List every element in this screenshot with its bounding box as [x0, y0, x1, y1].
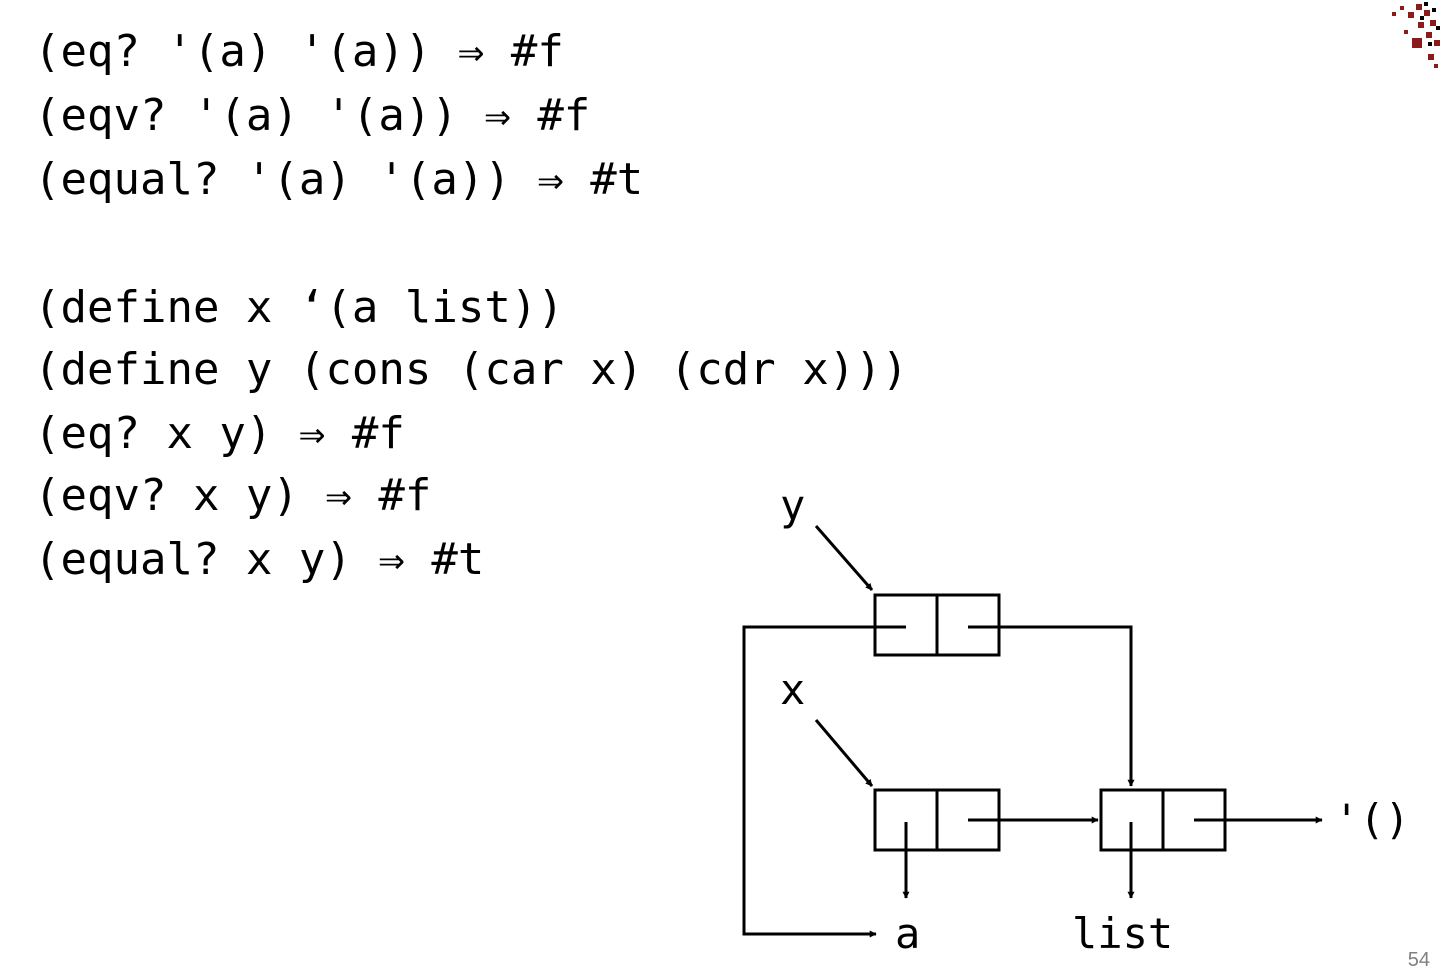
label-list: list	[1072, 909, 1173, 958]
code-line-3: (equal? '(a) '(a)) ⇒ #t	[34, 154, 644, 205]
y-cdr-pointer	[968, 625, 1135, 787]
code-line-1: (eq? '(a) '(a)) ⇒ #f	[34, 26, 564, 77]
code-line-7: (eqv? x y) ⇒ #f	[34, 470, 432, 521]
code-line-5: (define y (cons (car x) (cdr x)))	[34, 344, 909, 395]
code-line-8: (equal? x y) ⇒ #t	[34, 534, 485, 585]
y-cons-cell	[873, 593, 1001, 657]
label-a: a	[895, 909, 920, 958]
label-empty-list: '()	[1334, 795, 1410, 844]
code-line-2: (eqv? '(a) '(a)) ⇒ #f	[34, 90, 591, 141]
y-pointer-arrow	[814, 525, 874, 591]
corner-ornament	[1392, 2, 1440, 68]
x-pointer-arrow	[814, 719, 874, 787]
label-x: x	[780, 665, 805, 714]
code-line-4: (define x ‘(a list))	[34, 282, 564, 333]
label-y: y	[780, 481, 805, 530]
code-line-6: (eq? x y) ⇒ #f	[34, 408, 405, 459]
y-car-pointer	[742, 625, 906, 938]
page-number: 54	[1407, 949, 1430, 971]
